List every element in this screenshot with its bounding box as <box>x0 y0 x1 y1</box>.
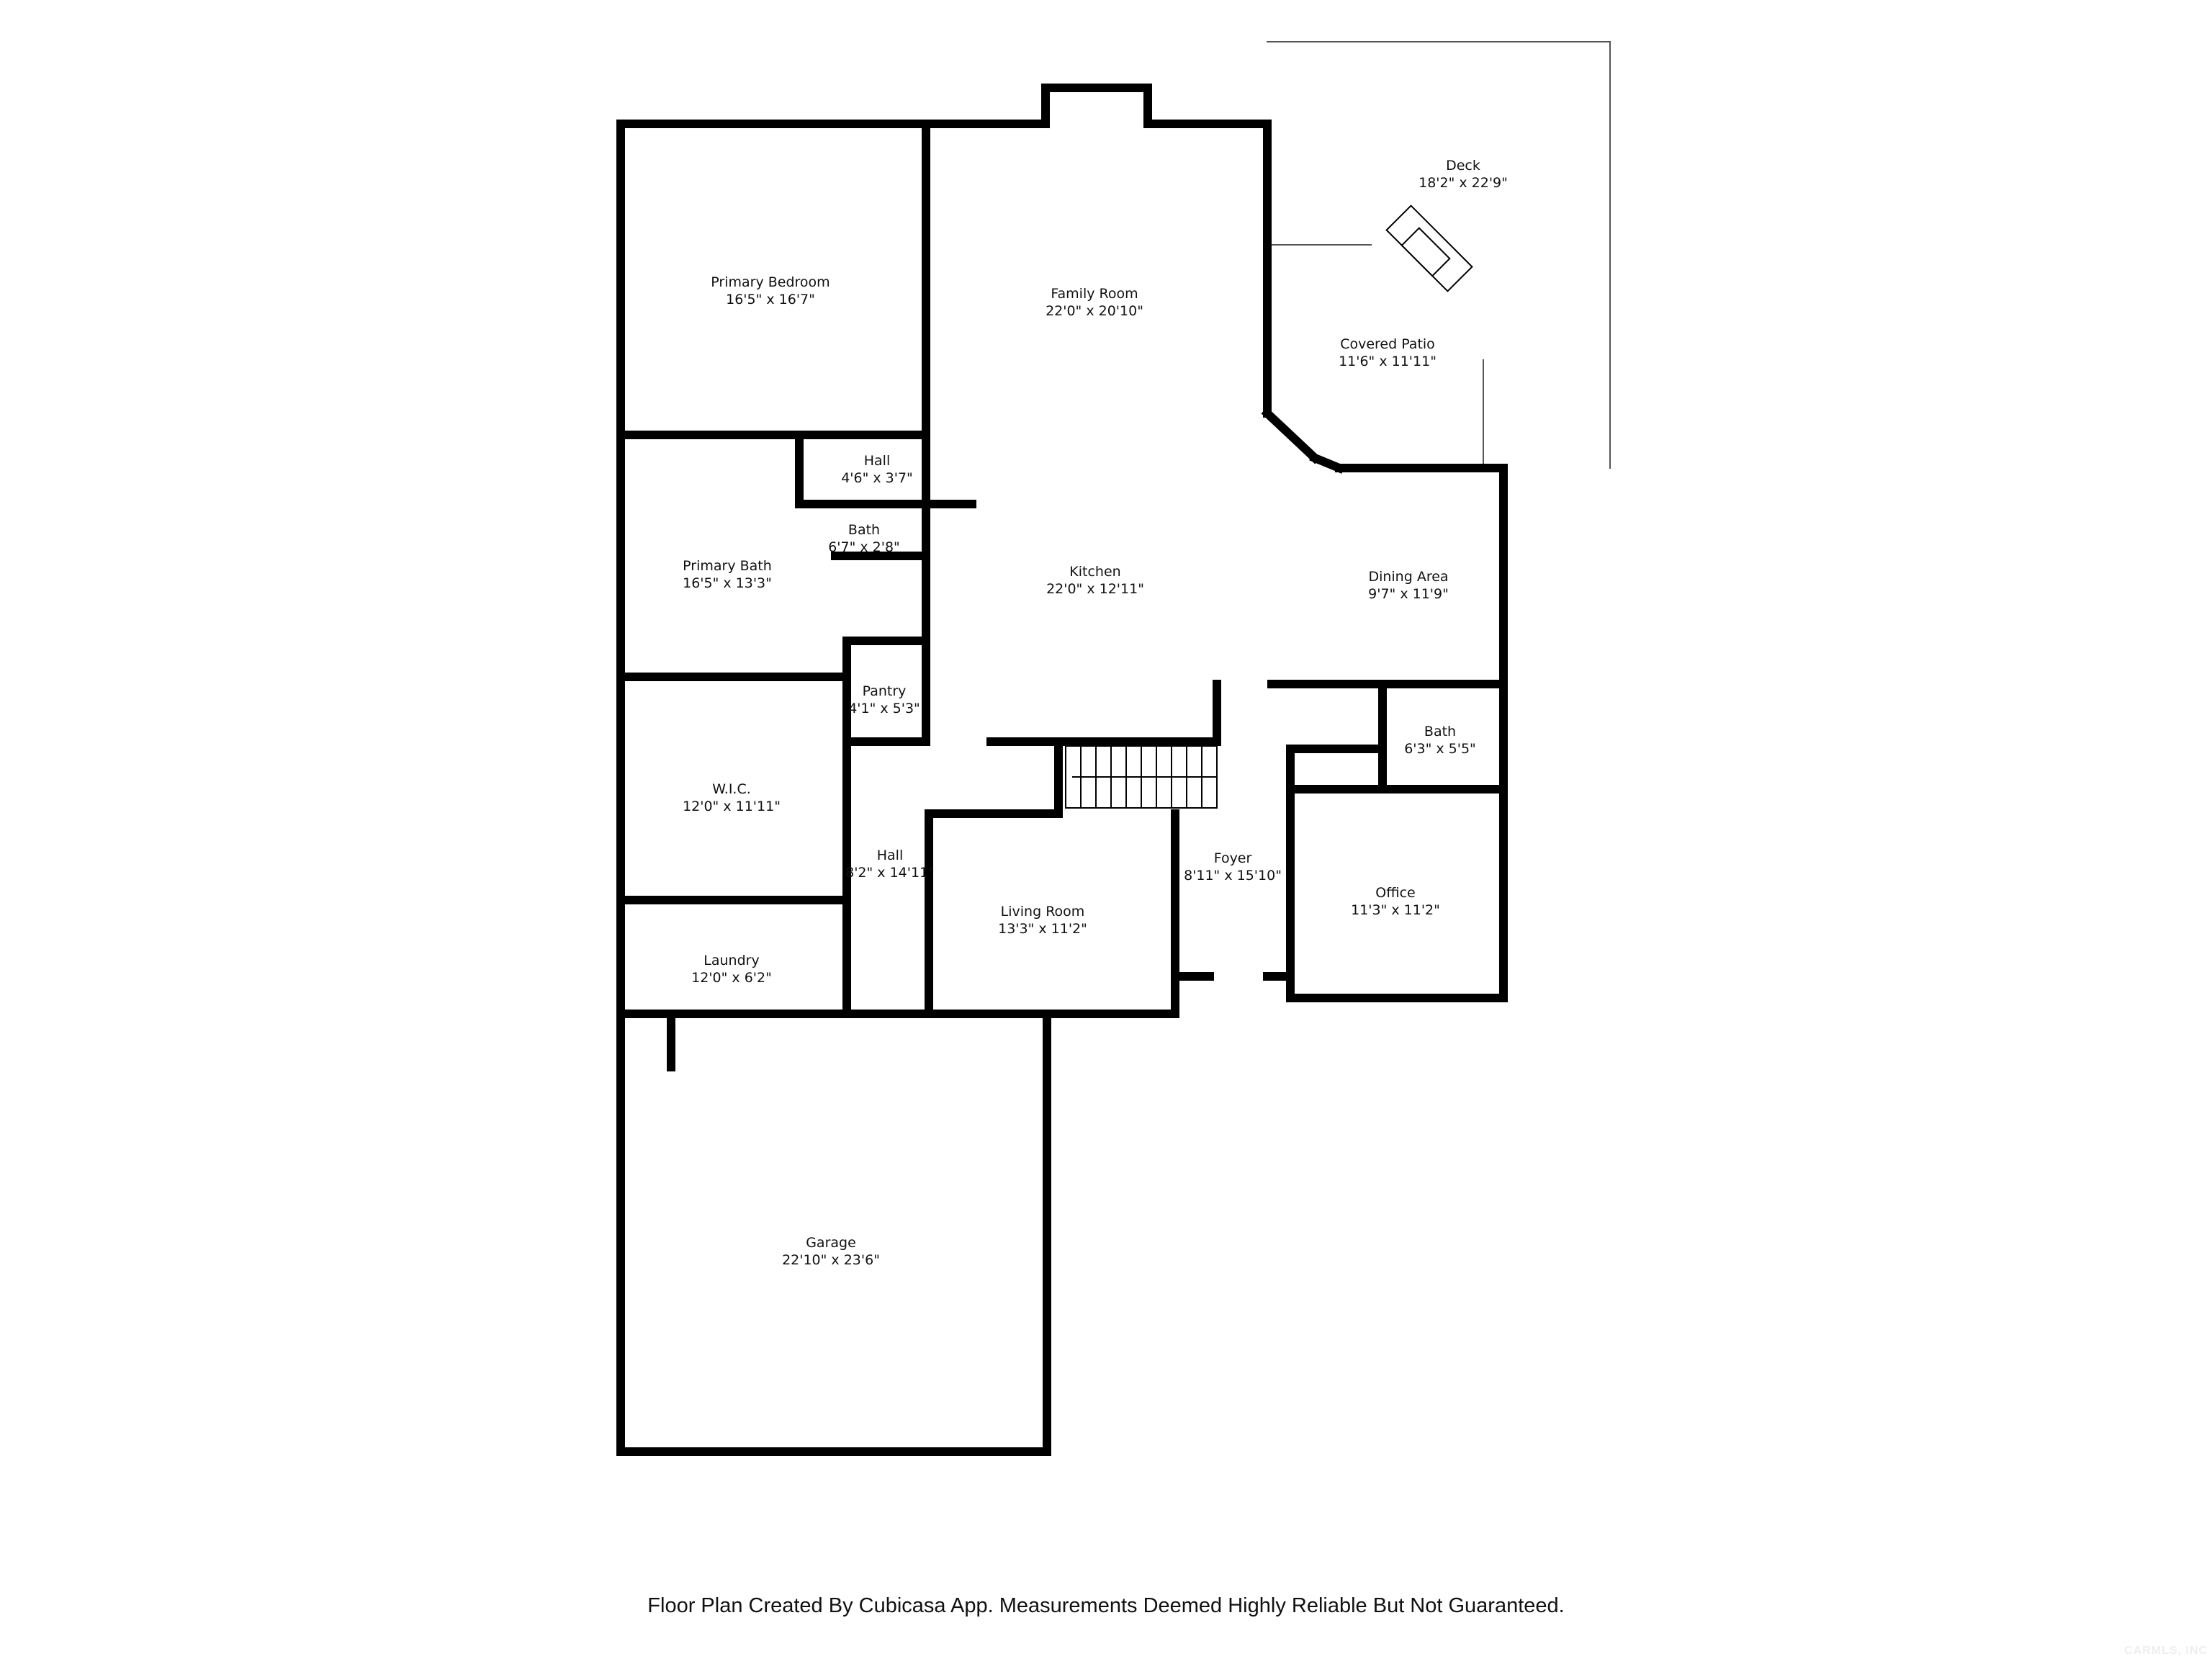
room-dimensions: 6'7" x 2'8" <box>828 539 900 555</box>
room-dimensions: 16'5" x 13'3" <box>683 575 772 591</box>
room-dimensions: 13'3" x 11'2" <box>998 921 1087 937</box>
room-name: W.I.C. <box>712 781 751 797</box>
room-label-pantry: Pantry 4'1" x 5'3" <box>848 683 920 717</box>
room-dimensions: 8'11" x 15'10" <box>1184 868 1282 884</box>
room-name: Office <box>1375 885 1416 901</box>
room-name: Pantry <box>862 683 907 699</box>
room-label-covered-patio: Covered Patio 11'6" x 11'11" <box>1339 336 1437 370</box>
room-label-wic: W.I.C. 12'0" x 11'11" <box>683 781 781 815</box>
room-dimensions: 22'0" x 20'10" <box>1046 303 1143 319</box>
room-label-hall-lower: Hall 8'2" x 14'11" <box>845 847 935 881</box>
room-name: Bath <box>848 522 881 538</box>
room-dimensions: 16'5" x 16'7" <box>726 292 815 307</box>
room-name: Laundry <box>703 953 760 968</box>
walls <box>616 84 1508 1456</box>
room-dimensions: 22'10" x 23'6" <box>782 1252 880 1268</box>
room-name: Garage <box>806 1235 856 1251</box>
room-dimensions: 11'6" x 11'11" <box>1339 354 1437 369</box>
room-label-primary-bedroom: Primary Bedroom 16'5" x 16'7" <box>711 274 830 308</box>
room-name: Covered Patio <box>1340 336 1435 352</box>
room-name: Hall <box>863 453 891 469</box>
room-dimensions: 6'3" x 5'5" <box>1404 741 1476 757</box>
room-name: Foyer <box>1213 850 1252 866</box>
room-name: Dining Area <box>1368 569 1449 585</box>
watermark: CARMLS, INC <box>2124 1645 2208 1657</box>
room-dimensions: 4'1" x 5'3" <box>848 701 920 716</box>
room-dimensions: 12'0" x 11'11" <box>683 799 781 814</box>
room-name: Deck <box>1446 158 1480 174</box>
staircase <box>1065 745 1218 809</box>
room-dimensions: 11'3" x 11'2" <box>1351 902 1440 918</box>
room-dimensions: 22'0" x 12'11" <box>1046 581 1144 597</box>
room-dimensions: 12'0" x 6'2" <box>691 970 772 986</box>
room-dimensions: 18'2" x 22'9" <box>1419 175 1508 191</box>
room-name: Hall <box>876 848 904 863</box>
room-name: Living Room <box>1000 904 1085 920</box>
room-label-laundry: Laundry 12'0" x 6'2" <box>691 952 772 986</box>
room-name: Primary Bath <box>683 558 772 574</box>
room-label-bath-lower: Bath 6'3" x 5'5" <box>1404 723 1476 757</box>
room-name: Primary Bedroom <box>711 274 830 290</box>
room-name: Bath <box>1424 724 1457 739</box>
room-dimensions: 9'7" x 11'9" <box>1368 586 1449 602</box>
room-name: Kitchen <box>1069 564 1121 580</box>
fireplace-icon <box>1385 204 1473 292</box>
footer-disclaimer: Floor Plan Created By Cubicasa App. Meas… <box>647 1594 1565 1617</box>
room-name: Family Room <box>1051 286 1138 302</box>
room-label-foyer: Foyer 8'11" x 15'10" <box>1184 850 1282 884</box>
room-dimensions: 4'6" x 3'7" <box>841 470 913 486</box>
room-dimensions: 8'2" x 14'11" <box>845 865 935 881</box>
